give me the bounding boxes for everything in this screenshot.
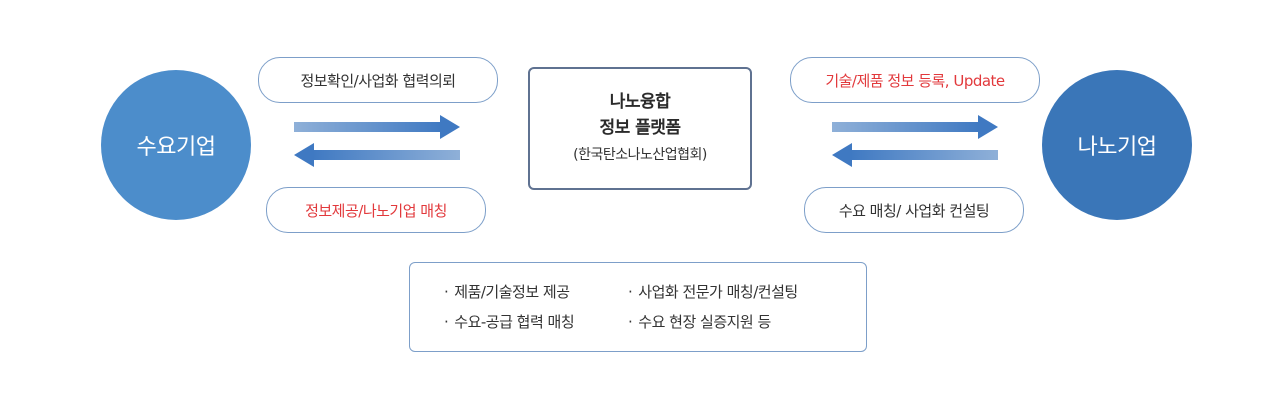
bullet: · bbox=[628, 313, 633, 331]
demand-company-label: 수요기업 bbox=[136, 135, 216, 160]
bullet: · bbox=[628, 283, 633, 301]
arrow-right-icon bbox=[294, 115, 460, 139]
service-item: ·사업화 전문가 매칭/컨설팅 bbox=[628, 283, 798, 301]
service-item: ·제품/기술정보 제공 bbox=[444, 283, 570, 301]
left-exchange-arrows bbox=[294, 115, 460, 167]
platform-subtitle: (한국탄소나노산업협회) bbox=[573, 146, 707, 163]
platform-title-line2: 정보 플랫폼 bbox=[599, 117, 681, 138]
services-box: ·제품/기술정보 제공 ·사업화 전문가 매칭/컨설팅 ·수요-공급 협력 매칭… bbox=[409, 262, 867, 352]
left-provide-pill: 정보제공/나노기업 매칭 bbox=[266, 187, 486, 233]
left-provide-label: 정보제공/나노기업 매칭 bbox=[305, 201, 447, 220]
demand-company-node: 수요기업 bbox=[101, 70, 251, 220]
right-register-label: 기술/제품 정보 등록, Update bbox=[825, 71, 1005, 90]
platform-title-line1: 나노융합 bbox=[609, 91, 671, 112]
right-exchange-arrows bbox=[832, 115, 998, 167]
nano-company-node: 나노기업 bbox=[1042, 70, 1192, 220]
left-request-pill: 정보확인/사업화 협력의뢰 bbox=[258, 57, 498, 103]
service-item: ·수요-공급 협력 매칭 bbox=[444, 313, 575, 331]
bullet: · bbox=[444, 283, 449, 301]
service-item: ·수요 현장 실증지원 등 bbox=[628, 313, 771, 331]
arrow-left-icon bbox=[832, 143, 998, 167]
arrow-left-icon bbox=[294, 143, 460, 167]
left-request-label: 정보확인/사업화 협력의뢰 bbox=[300, 71, 456, 90]
right-matching-pill: 수요 매칭/ 사업화 컨설팅 bbox=[804, 187, 1024, 233]
bullet: · bbox=[444, 313, 449, 331]
right-register-pill: 기술/제품 정보 등록, Update bbox=[790, 57, 1040, 103]
nano-company-label: 나노기업 bbox=[1077, 135, 1157, 160]
arrow-right-icon bbox=[832, 115, 998, 139]
right-matching-label: 수요 매칭/ 사업화 컨설팅 bbox=[838, 201, 990, 220]
platform-box: 나노융합 정보 플랫폼 (한국탄소나노산업협회) bbox=[528, 67, 752, 190]
